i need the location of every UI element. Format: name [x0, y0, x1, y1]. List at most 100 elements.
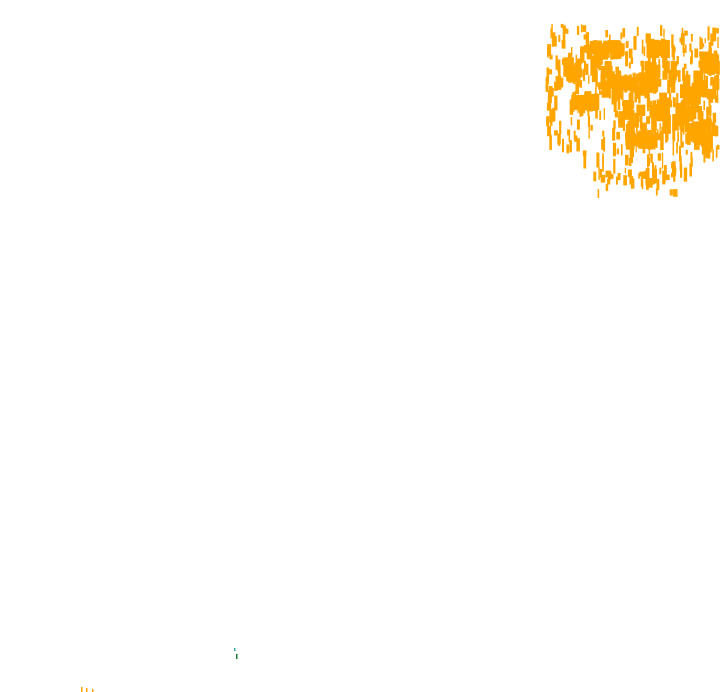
cluster-mark: [562, 31, 566, 47]
cluster-mark: [588, 75, 590, 84]
cluster-mark: [645, 178, 649, 186]
cluster-mark: [600, 174, 606, 183]
cluster-mark: [646, 72, 649, 86]
cluster-mark: [710, 77, 714, 84]
cluster-mark: [714, 75, 717, 84]
cluster-mark: [622, 28, 626, 38]
cluster-mark: [681, 110, 686, 126]
cluster-mark: [672, 139, 675, 156]
cluster-mark: [636, 131, 643, 146]
cluster-mark: [690, 122, 696, 142]
cluster-mark: [708, 88, 717, 98]
cluster-mark: [545, 77, 549, 92]
cluster-mark: [564, 62, 567, 70]
cluster-mark: [675, 103, 683, 118]
cluster-mark: [687, 105, 694, 122]
cluster-mark: [584, 92, 588, 108]
cluster-mark: [571, 99, 578, 109]
cluster-mark: [628, 158, 632, 166]
cluster-mark: [577, 73, 581, 83]
cluster-mark: [550, 88, 554, 97]
cluster-mark: [695, 89, 699, 101]
cluster-mark: [634, 112, 639, 128]
cluster-mark: [547, 44, 552, 55]
cluster-mark: [705, 134, 708, 139]
cluster-mark: [695, 83, 698, 90]
cluster-mark: [666, 47, 668, 63]
cluster-mark: [573, 72, 576, 85]
cluster-mark: [602, 130, 605, 137]
cluster-mark: [652, 41, 654, 51]
cluster-mark: [554, 36, 557, 47]
cluster-mark: [641, 180, 644, 190]
cluster-mark: [678, 112, 682, 127]
cluster-mark: [658, 59, 661, 71]
cluster-mark: [621, 75, 630, 91]
cluster-mark: [647, 55, 651, 63]
cluster-mark: [580, 24, 583, 33]
cluster-mark: [651, 115, 656, 133]
cluster-mark: [609, 85, 611, 99]
cluster-mark: [687, 130, 690, 140]
cluster-mark: [569, 99, 574, 115]
cluster-mark: [676, 142, 678, 154]
cluster-mark: [696, 126, 699, 131]
cluster-mark: [671, 172, 674, 178]
cluster-mark: [654, 64, 661, 78]
cluster-mark: [708, 96, 711, 106]
cluster-mark: [617, 173, 621, 181]
cluster-mark: [685, 149, 688, 155]
cluster-mark: [582, 150, 587, 157]
cluster-mark: [709, 68, 712, 76]
cluster-mark: [550, 114, 553, 126]
cluster-mark: [699, 82, 708, 98]
cluster-mark: [638, 89, 641, 104]
cluster-mark: [629, 176, 634, 185]
cluster-mark: [635, 147, 637, 153]
cluster-mark: [609, 174, 614, 179]
cluster-mark: [657, 129, 659, 136]
point-marker: [236, 654, 238, 659]
cluster-mark: [693, 70, 701, 84]
cluster-mark: [657, 64, 660, 78]
cluster-mark: [608, 73, 611, 80]
cluster-mark: [557, 65, 561, 80]
cluster-mark: [622, 101, 625, 107]
cluster-mark: [681, 28, 684, 35]
cluster-mark: [709, 141, 712, 153]
cluster-mark: [683, 77, 687, 91]
cluster-mark: [633, 136, 635, 146]
cluster-mark: [630, 130, 634, 150]
cluster-mark: [576, 119, 580, 130]
cluster-mark: [587, 100, 590, 116]
cluster-mark: [568, 55, 571, 70]
cluster-mark: [600, 74, 604, 88]
cluster-mark: [622, 100, 631, 120]
cluster-mark: [620, 32, 623, 40]
cluster-mark: [599, 110, 602, 120]
cluster-mark: [679, 37, 682, 43]
cluster-mark: [562, 138, 564, 153]
cluster-mark: [640, 60, 644, 67]
cluster-mark: [683, 48, 685, 57]
cluster-mark: [546, 102, 549, 111]
cluster-mark: [665, 100, 668, 115]
cluster-mark: [652, 55, 656, 71]
cluster-mark: [595, 81, 598, 87]
cluster-mark: [645, 171, 648, 179]
cluster-mark: [714, 127, 717, 137]
cluster-mark: [700, 38, 703, 49]
cluster-mark: [680, 84, 688, 99]
cluster-mark: [576, 25, 580, 35]
cluster-mark: [653, 85, 658, 91]
cluster-mark: [617, 80, 621, 96]
cluster-mark: [673, 168, 677, 174]
cluster-mark: [642, 80, 644, 89]
cluster-mark: [557, 135, 561, 146]
cluster-mark: [634, 86, 637, 103]
cluster-mark: [625, 131, 634, 141]
cluster-mark: [661, 43, 669, 50]
cluster-mark: [657, 46, 662, 53]
cluster-mark: [690, 157, 693, 167]
